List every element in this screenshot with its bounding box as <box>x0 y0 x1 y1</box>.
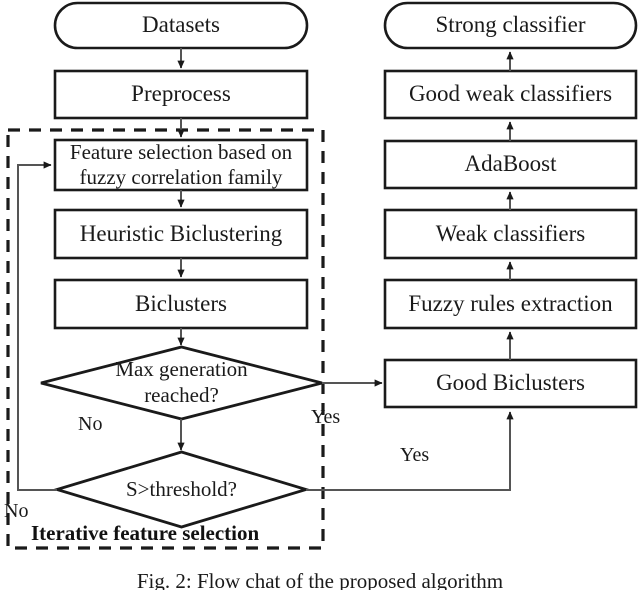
edge-s-threshold-yes-to-good-biclusters <box>306 411 514 491</box>
node-max-generation <box>40 345 323 421</box>
iterative-feature-selection-group <box>6 128 325 550</box>
node-adaboost <box>383 139 638 190</box>
node-datasets <box>53 1 309 50</box>
node-good-biclusters <box>383 358 638 409</box>
node-biclusters <box>53 278 309 330</box>
node-good-weak-classifiers <box>383 69 638 120</box>
node-strong-classifier <box>383 1 638 50</box>
node-preprocess <box>53 69 309 120</box>
edge-s-threshold-no-to-feature-selection <box>17 161 57 491</box>
node-heuristic-biclustering <box>53 208 309 260</box>
node-feature-selection <box>53 138 309 192</box>
node-weak-classifiers <box>383 208 638 260</box>
node-s-threshold <box>52 450 311 529</box>
node-fuzzy-rules-extraction <box>383 278 638 330</box>
